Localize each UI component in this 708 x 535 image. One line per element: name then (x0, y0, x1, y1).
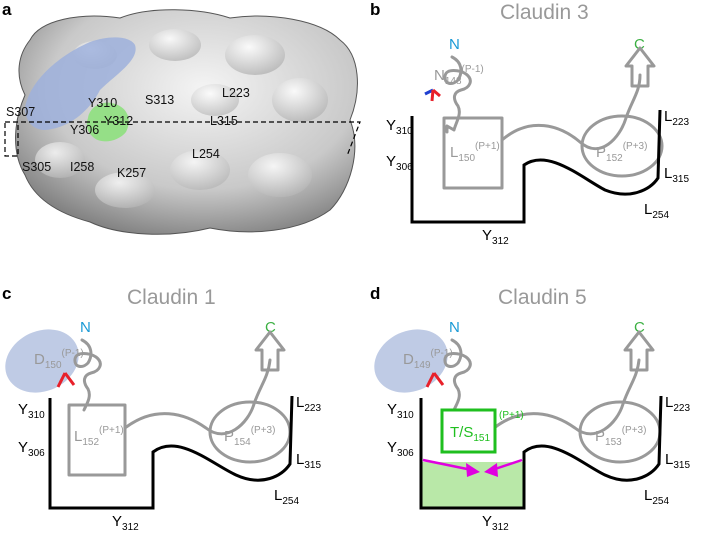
panel-title-c: Claudin 1 (127, 286, 216, 309)
panel-letter-a: a (2, 0, 12, 19)
res-l315-b: L315 (664, 165, 689, 185)
surface-bump (35, 142, 85, 178)
panel-title-d: Claudin 5 (498, 286, 587, 309)
label-i258: I258 (70, 160, 94, 174)
panel-letter-d: d (370, 284, 380, 303)
label-s305: S305 (22, 160, 51, 174)
c-terminus-d: C (634, 319, 645, 336)
ellipse-c (5, 329, 79, 393)
res-pp1-d: T/S151 (450, 424, 490, 444)
res-pp3-d: P153(P+3) (595, 425, 646, 448)
red-mark-c (63, 372, 76, 386)
res-l315-d: L315 (665, 451, 690, 471)
pocket-b (410, 109, 662, 224)
label-y312: Y312 (104, 114, 133, 128)
c-terminus-b: C (634, 36, 645, 53)
res-y310-c: Y310 (18, 401, 45, 421)
res-l223-c: L223 (296, 394, 321, 414)
res-y312-c: Y312 (112, 513, 139, 533)
panel-letter-b: b (370, 0, 380, 19)
panel-c: c Claudin 1 N C D150(P-1) L152(P+1) P154… (2, 284, 321, 533)
surface-bump (95, 172, 155, 208)
c-arrow-c (254, 330, 286, 372)
panel-title-b: Claudin 3 (500, 1, 589, 24)
chain-link-c (123, 358, 272, 436)
panel-a: a Y310 S307 S313 L223 Y306 Y312 L315 S30… (2, 0, 361, 235)
pocket-d (419, 395, 663, 510)
res-y306-c: Y306 (18, 439, 45, 459)
res-pm1-c: D150(P-1) (34, 348, 84, 371)
res-l254-d: L254 (644, 487, 669, 507)
res-y312-d: Y312 (482, 513, 509, 533)
res-l254-c: L254 (274, 487, 299, 507)
surface-bump (272, 78, 328, 122)
label-l315: L315 (210, 114, 238, 128)
circle-p3-b (580, 114, 664, 178)
label-l254: L254 (192, 147, 220, 161)
res-y312-b: Y312 (482, 227, 509, 247)
c-arrow-d (623, 330, 655, 372)
red-mark-c (56, 372, 67, 388)
panel-letter-c: c (2, 284, 11, 303)
red-mark-d (432, 372, 445, 386)
arrow-left-d (422, 458, 473, 472)
box-p1-d (440, 408, 497, 454)
surface-bump (248, 153, 312, 197)
surface-green-patch (86, 102, 129, 142)
label-s313: S313 (145, 93, 174, 107)
surface-bump (170, 150, 230, 190)
surface-bump (191, 84, 239, 116)
res-y310-d: Y310 (387, 401, 414, 421)
surface-bump (149, 29, 201, 61)
label-y310: Y310 (88, 96, 117, 110)
chain-b (443, 55, 472, 134)
res-y306-d: Y306 (387, 439, 414, 459)
red-mark-b (430, 89, 435, 102)
chain-c (73, 338, 102, 412)
label-l223: L223 (222, 86, 250, 100)
arrowhead-left-d (466, 463, 480, 477)
surface-bump (225, 35, 285, 75)
chain-link-b (500, 73, 642, 151)
red-mark-d (425, 372, 436, 388)
panel-b: b Claudin 3 N C N148(P-1) L150(P+1) P152… (370, 0, 689, 247)
n-terminus-d: N (449, 319, 460, 336)
pocket-c (48, 395, 294, 510)
box-p1-b (442, 116, 504, 190)
chain-link-d (492, 358, 641, 436)
label-k257: K257 (117, 166, 146, 180)
n-terminus-b: N (449, 36, 460, 53)
res-l254-b: L254 (644, 201, 669, 221)
dashed-plane (4, 121, 361, 157)
res-l315-c: L315 (296, 451, 321, 471)
res-pp1-c: L152(P+1) (74, 425, 124, 448)
res-pm1-b: N148(P-1) (434, 64, 484, 87)
res-pm1-d: D149(P-1) (403, 348, 453, 371)
c-terminus-c: C (265, 319, 276, 336)
label-y306: Y306 (70, 123, 99, 137)
res-l223-d: L223 (665, 394, 690, 414)
res-pp3-b: P152(P+3) (596, 141, 647, 164)
res-y306-b: Y306 (386, 153, 413, 173)
res-l223-b: L223 (664, 108, 689, 128)
red-mark-b (432, 88, 441, 98)
res-pp1-b: L150(P+1) (450, 141, 500, 164)
arrowhead-right-d (484, 463, 498, 477)
box-p1-c (67, 403, 127, 477)
ellipse-d (374, 329, 448, 393)
label-s307: S307 (6, 105, 35, 119)
n-terminus-c: N (80, 319, 91, 336)
panel-d: d Claudin 5 N C D149(P-1) T/S151 (P+1) P… (370, 284, 690, 533)
surface-blue-patch (25, 37, 136, 130)
res-y310-b: Y310 (386, 117, 413, 137)
chain-d (443, 338, 472, 412)
res-pp1-tag-d: (P+1) (499, 410, 524, 421)
c-arrow-b (624, 46, 656, 88)
res-pp3-c: P154(P+3) (224, 425, 275, 448)
